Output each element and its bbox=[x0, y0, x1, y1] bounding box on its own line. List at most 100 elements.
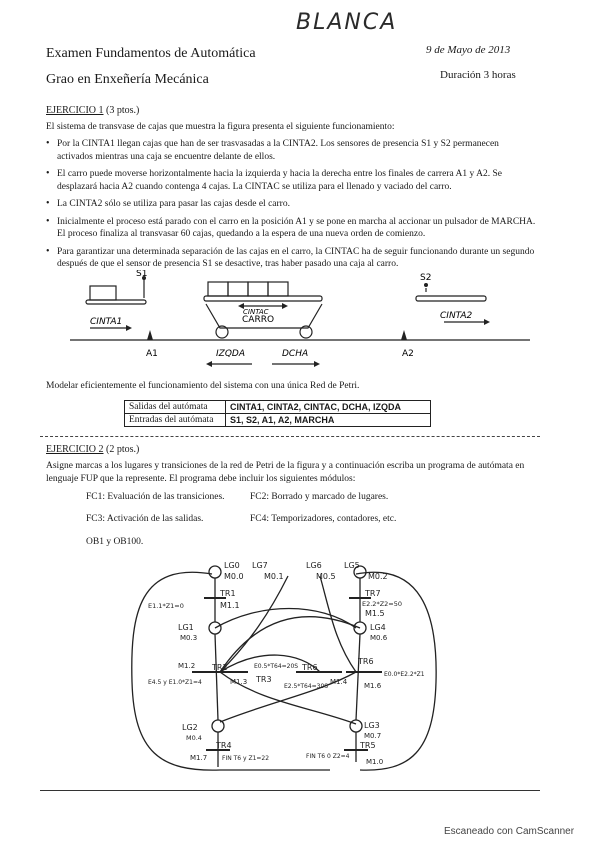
label-cinta2: CINTA2 bbox=[440, 311, 472, 321]
label-fin4: FIN T6 y Z1=22 bbox=[222, 755, 269, 762]
label-tr2: TR2 bbox=[211, 663, 228, 672]
label-lg7: LG7 bbox=[252, 561, 268, 570]
arc-lg1-lg2 bbox=[214, 633, 219, 721]
label-a1: A1 bbox=[146, 349, 158, 359]
label-tr7: TR7 bbox=[364, 589, 381, 598]
ex1-model-text: Modelar eficientemente el funcionamiento… bbox=[46, 381, 360, 391]
place-lg4 bbox=[353, 621, 367, 635]
label-fin5: FIN T6 0 Z2=4 bbox=[306, 753, 350, 760]
cintac-belt bbox=[203, 295, 323, 302]
label-e45: E4.5 y E1.0*Z1=4 bbox=[148, 679, 202, 686]
label-m12: M1.2 bbox=[178, 662, 195, 670]
arc-lg4-lg3 bbox=[355, 633, 361, 721]
label-s1: S1 bbox=[136, 270, 147, 279]
place-lg3 bbox=[349, 719, 363, 733]
arrowhead-cintac-right bbox=[282, 303, 288, 309]
label-m04: M0.4 bbox=[186, 734, 202, 742]
petri-net: LG0 LG7 LG6 LG5 M0.0 M0.1 M0.5 M0.2 TR1 … bbox=[131, 561, 437, 771]
ex1-points: (3 ptos.) bbox=[106, 105, 140, 116]
label-carro: CARRO bbox=[242, 315, 274, 325]
s2-dot bbox=[424, 283, 428, 287]
place-lg5 bbox=[353, 565, 367, 579]
label-e2: E2.2*Z2=50 bbox=[362, 600, 402, 608]
arc-tr6-lg2 bbox=[219, 671, 357, 723]
label-m02: M0.2 bbox=[368, 572, 388, 581]
io-row-outputs: Salidas del autómata CINTA1, CINTA2, CIN… bbox=[124, 400, 431, 414]
place-lg1 bbox=[208, 621, 222, 635]
label-tr6b: TR6 bbox=[357, 657, 374, 666]
module-fc1: FC1: Evaluación de las transiciones. bbox=[86, 492, 225, 502]
ex2-heading: EJERCICIO 2 (2 ptos.) bbox=[46, 444, 139, 455]
scanner-watermark: Escaneado con CamScanner bbox=[444, 826, 575, 837]
label-tr4: TR4 bbox=[215, 741, 232, 750]
ex1-bullet-1: Por la CINTA1 llegan cajas que han de se… bbox=[46, 138, 536, 163]
cinta2-belt bbox=[415, 295, 487, 302]
label-cinta1: CINTA1 bbox=[90, 317, 122, 327]
ex2-intro: Asigne marcas a los lugares y transicion… bbox=[46, 461, 525, 484]
label-e05: E0.5*T64=20S bbox=[254, 663, 298, 670]
ex1-bullet-2: El carro puede moverse horizontalmente h… bbox=[46, 168, 536, 193]
label-m16: M1.6 bbox=[364, 682, 382, 690]
carro-body bbox=[205, 303, 323, 329]
outer-loop-left bbox=[131, 571, 330, 771]
box-cinta1 bbox=[89, 285, 117, 301]
label-m11: M1.1 bbox=[220, 601, 240, 610]
label-lg1: LG1 bbox=[178, 623, 194, 632]
io-row-inputs: Entradas del autómata S1, S2, A1, A2, MA… bbox=[124, 413, 431, 427]
label-tr5: TR5 bbox=[359, 741, 376, 750]
box-carro-3 bbox=[247, 281, 269, 297]
label-lg0: LG0 bbox=[224, 561, 240, 570]
module-fc4: FC4: Temporizadores, contadores, etc. bbox=[250, 514, 397, 524]
label-e1: E1.1*Z1=0 bbox=[148, 602, 184, 610]
label-m05: M0.5 bbox=[316, 572, 336, 581]
label-s2: S2 bbox=[420, 273, 431, 283]
place-lg2 bbox=[211, 719, 225, 733]
ex1-bullet-3: La CINTA2 sólo se utiliza para pasar las… bbox=[46, 198, 536, 211]
io-label-outputs: Salidas del autómata bbox=[124, 400, 226, 414]
bottom-rule bbox=[40, 790, 540, 791]
place-lg0 bbox=[208, 565, 222, 579]
ex2-points: (2 ptos.) bbox=[106, 444, 140, 455]
cinta1-belt bbox=[85, 299, 147, 305]
arc-tr2-tr3 bbox=[219, 654, 321, 673]
label-lg4: LG4 bbox=[370, 623, 386, 632]
label-tr1: TR1 bbox=[219, 589, 236, 598]
arrowhead-cinta2 bbox=[484, 319, 490, 325]
ex1-heading-label: EJERCICIO 1 bbox=[46, 105, 104, 116]
arc-lg7 bbox=[219, 575, 289, 673]
box-carro-1 bbox=[207, 281, 229, 297]
label-lg2: LG2 bbox=[182, 723, 198, 732]
label-m17: M1.7 bbox=[190, 754, 207, 762]
exam-title: Examen Fundamentos de Automática bbox=[46, 46, 256, 61]
arrowhead-izqda bbox=[206, 361, 212, 367]
arc-cross-2 bbox=[219, 616, 361, 673]
label-cintac: CINTAC bbox=[243, 308, 269, 316]
label-m07: M0.7 bbox=[364, 732, 381, 740]
label-m01: M0.1 bbox=[264, 572, 284, 581]
module-fc3: FC3: Activación de las salidas. bbox=[86, 514, 204, 524]
label-lg3: LG3 bbox=[364, 721, 380, 730]
arrowhead-dcha bbox=[314, 361, 320, 367]
ex1-bullets: Por la CINTA1 llegan cajas que han de se… bbox=[46, 138, 536, 276]
label-m03: M0.3 bbox=[180, 634, 197, 642]
io-table: Salidas del autómata CINTA1, CINTA2, CIN… bbox=[124, 400, 431, 427]
arc-tr2-lg3 bbox=[219, 671, 357, 725]
io-value-outputs: CINTA1, CINTA2, CINTAC, DCHA, IZQDA bbox=[225, 400, 431, 414]
label-e25: E2.5*T64=30S bbox=[284, 683, 328, 690]
limit-a2 bbox=[401, 330, 407, 340]
carro-wheel-right bbox=[299, 325, 313, 339]
ex1-intro: El sistema de transvase de cajas que mue… bbox=[46, 122, 395, 132]
label-m10: M1.0 bbox=[366, 758, 383, 766]
arc-lg6 bbox=[319, 575, 357, 673]
exam-duration: Duración 3 horas bbox=[440, 69, 516, 81]
box-carro-2 bbox=[227, 281, 249, 297]
label-lg6: LG6 bbox=[306, 561, 322, 570]
arc-cross-1 bbox=[214, 607, 357, 629]
label-a2: A2 bbox=[402, 349, 414, 359]
arrowhead-cinta1 bbox=[126, 325, 132, 331]
ex1-bullet-4: Inicialmente el proceso está parado con … bbox=[46, 216, 536, 241]
handwritten-annotation: BLANCA bbox=[296, 10, 398, 35]
label-dcha: DCHA bbox=[282, 349, 308, 359]
io-label-inputs: Entradas del autómata bbox=[124, 413, 226, 427]
exam-subtitle: Grao en Enxeñería Mecánica bbox=[46, 72, 209, 87]
